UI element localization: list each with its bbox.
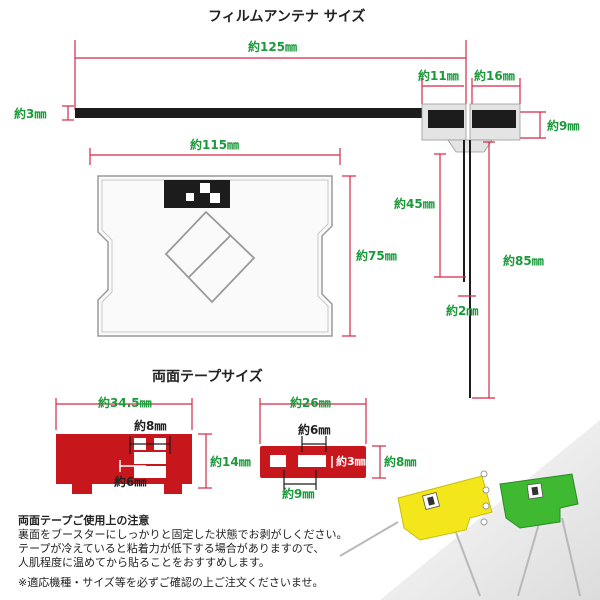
dim-label-16: 約16㎜ (474, 69, 515, 83)
dim-label-t9: 約9㎜ (282, 487, 315, 501)
film-antenna-size-title: フィルムアンテナ サイズ (208, 9, 366, 25)
film-panel-patch-mark-c (186, 193, 194, 201)
double-sided-tape-size-title: 両面テープサイズ (152, 369, 263, 385)
dim-label-t6b: 約6㎜ (298, 423, 331, 437)
antenna-black-block-left (428, 110, 464, 128)
dim-label-t8b: 約8㎜ (384, 455, 417, 469)
dim-label-125: 約125㎜ (248, 40, 298, 54)
dim-label-t14: 約14㎜ (210, 455, 251, 469)
film-panel-diamond (164, 210, 256, 304)
booster-screw-c (482, 502, 490, 510)
film-panel-black-patch (164, 180, 230, 208)
dim-label-t8: 約8㎜ (134, 419, 167, 433)
film-panel-outline (97, 175, 333, 337)
film-panel-diamond-split (187, 235, 231, 279)
usage-notes-line-2: テープが冷えていると粘着力が低下する場合がありますので、 (18, 542, 325, 555)
booster-screw-a (480, 470, 488, 478)
usage-notes-line-3: 人肌程度に温めてから貼ることをおすすめします。 (18, 556, 270, 569)
film-panel-patch-mark-a (200, 183, 210, 193)
antenna-element-strip (75, 108, 423, 118)
dim-label-t3: 約3㎜ (336, 455, 366, 468)
dim-label-85: 約85㎜ (503, 254, 544, 268)
yellow-booster (397, 475, 493, 541)
tape-small-hole-b (298, 455, 326, 467)
yellow-booster-wire-right (451, 521, 481, 597)
dim-label-11: 約11㎜ (418, 69, 459, 83)
dim-label-9: 約9㎜ (547, 119, 580, 133)
green-booster (499, 473, 579, 529)
usage-notes-title: 両面テープご使用上の注意 (18, 514, 150, 527)
booster-screw-b (482, 486, 490, 494)
dim-label-45: 約45㎜ (394, 197, 435, 211)
yellow-booster-wire-left (339, 521, 399, 557)
dim-label-t26: 約26㎜ (290, 396, 331, 410)
dim-label-3: 約3㎜ (14, 107, 47, 121)
booster-screw-d (480, 518, 488, 526)
dim-label-t6: 約6㎜ (114, 475, 147, 489)
tape-large-hole-d (134, 466, 166, 478)
dim-label-75: 約75㎜ (356, 249, 397, 263)
dim-label-t345: 約34.5㎜ (98, 396, 152, 410)
dim-label-2: 約2㎜ (446, 304, 479, 318)
tape-large-hole-c (134, 452, 166, 464)
antenna-black-block-right (472, 110, 516, 128)
tape-small-hole-a (270, 455, 286, 467)
yellow-booster-label-mark (427, 496, 435, 506)
film-panel-patch-mark-b (210, 193, 220, 203)
dim-label-115: 約115㎜ (190, 138, 240, 152)
green-booster-wire-right (561, 517, 581, 597)
green-booster-wire-left (517, 519, 541, 597)
usage-notes-footer: ※適応機種・サイズ等を必ずご確認の上ご注文くださいませ。 (18, 576, 324, 589)
usage-notes: 両面テープご使用上の注意 裏面をブースターにしっかりと固定した状態でお剥がしくだ… (18, 514, 347, 590)
green-booster-label-mark (531, 486, 539, 496)
usage-notes-line-1: 裏面をブースターにしっかりと固定した状態でお剥がしください。 (18, 528, 348, 541)
film-panel-inner-outline (101, 179, 329, 333)
